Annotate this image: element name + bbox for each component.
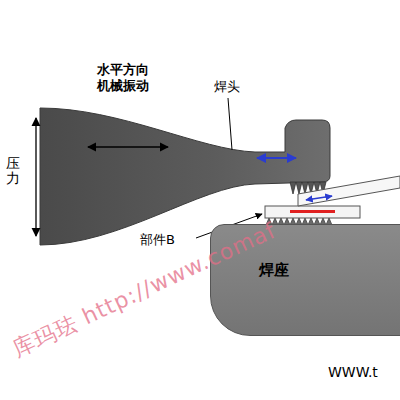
- site-text: WWW.t: [328, 364, 378, 380]
- part-label: 部件B: [140, 231, 175, 249]
- pressure-arrow: [35, 118, 36, 236]
- horn-vibration-arrow: [257, 157, 296, 159]
- vibration-label: 水平方向 机械振动: [92, 62, 154, 95]
- pressure-label: 压力: [6, 156, 20, 187]
- anvil-label: 焊座: [259, 261, 289, 280]
- vibration-arrow: [88, 146, 168, 147]
- part-a: [298, 176, 400, 206]
- part-label: 焊头: [214, 78, 240, 96]
- part-vibration-arrow: [306, 196, 332, 200]
- weld-zone: [290, 210, 335, 213]
- leader-line: [228, 98, 232, 150]
- part-b: [265, 206, 360, 218]
